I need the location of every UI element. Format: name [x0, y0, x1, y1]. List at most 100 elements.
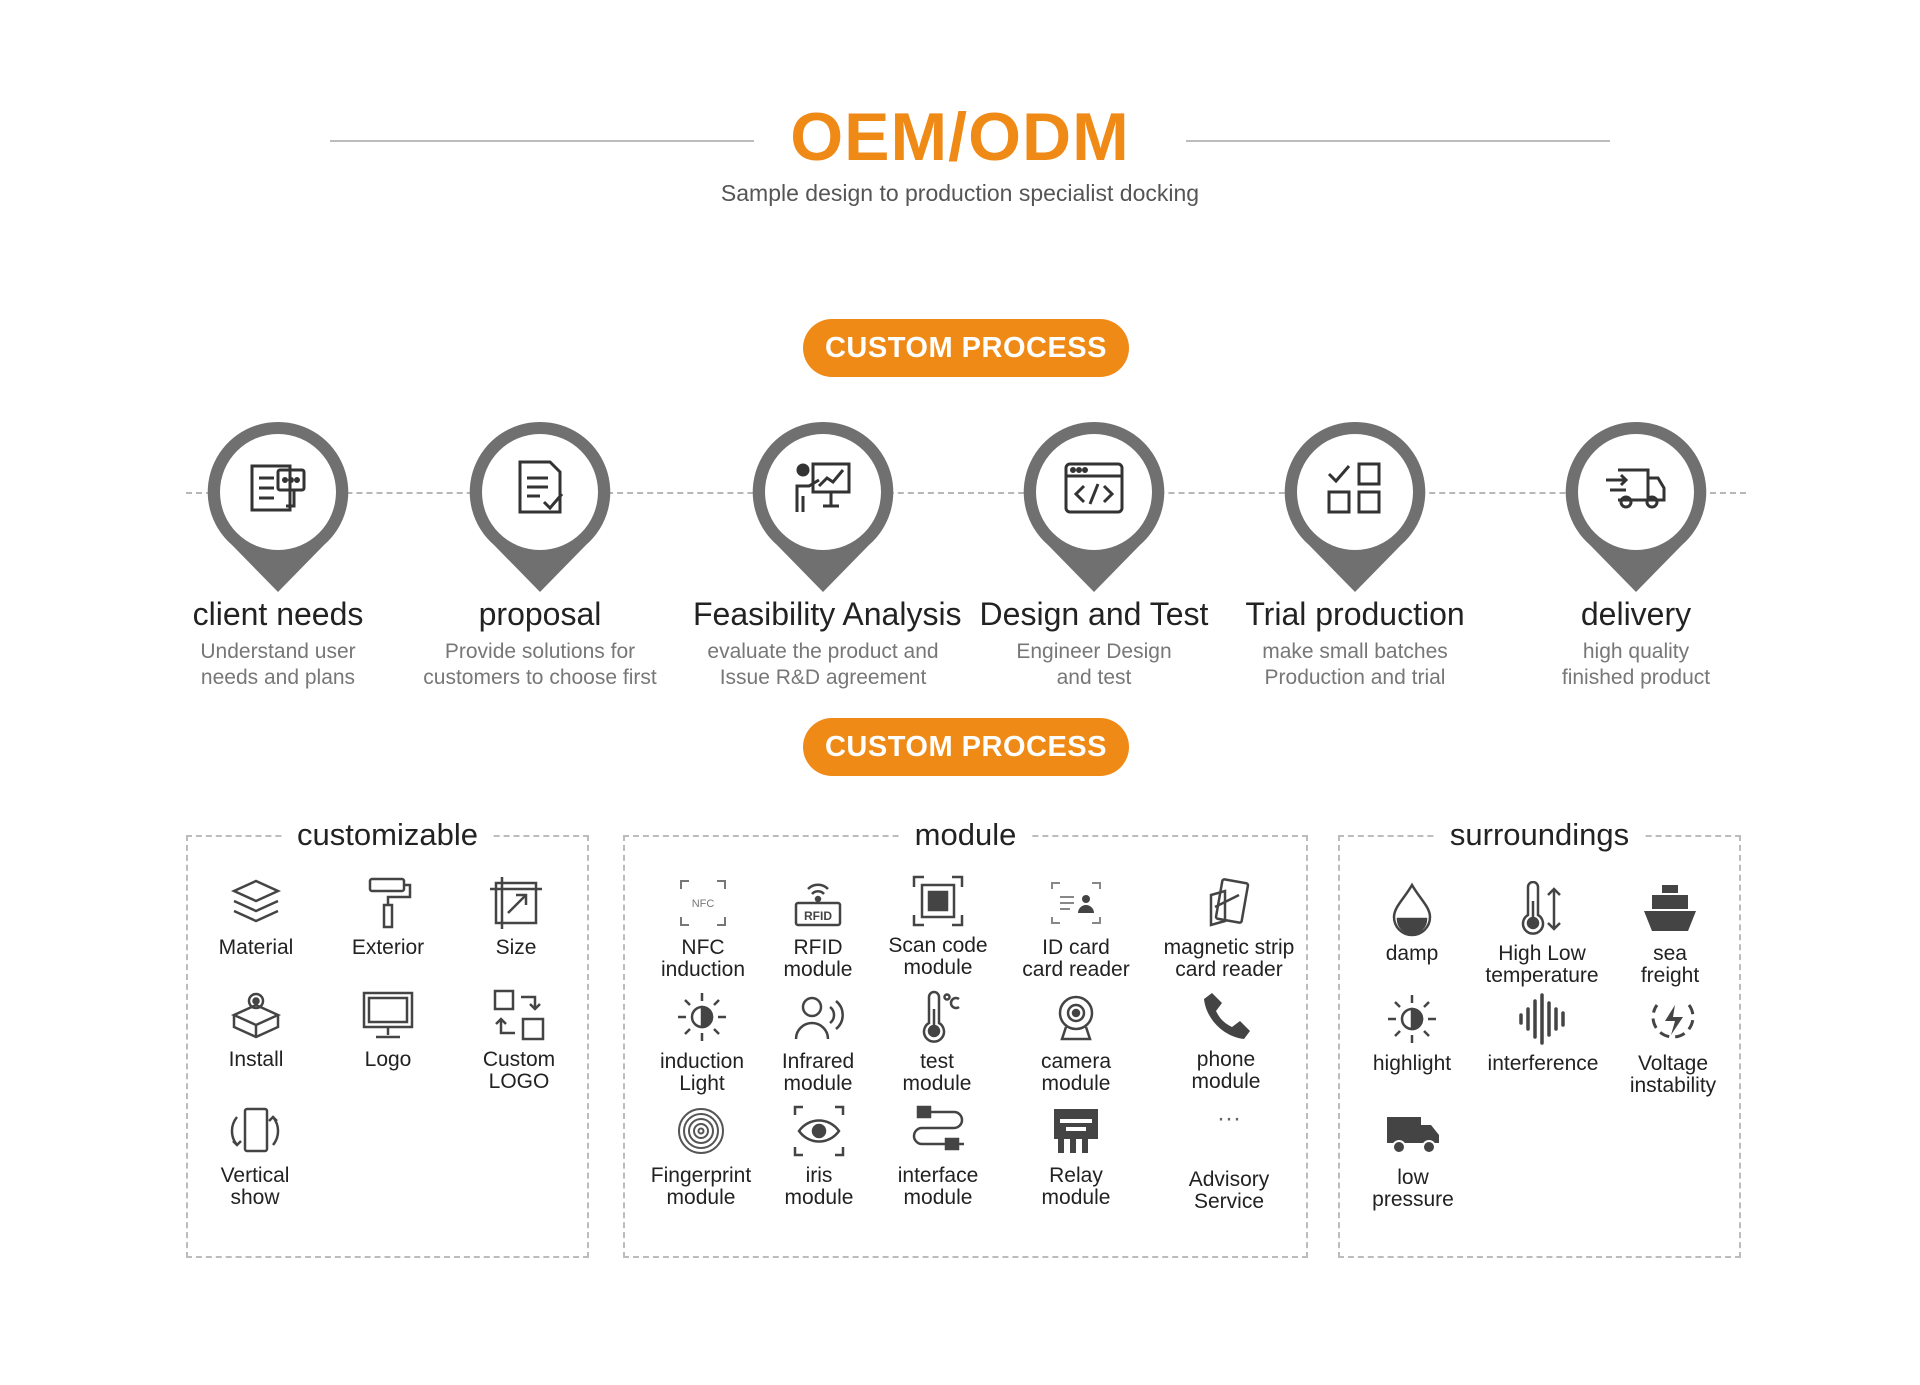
step-pin	[751, 420, 895, 594]
item-install: Install	[186, 987, 326, 1071]
item-low-pressure: low pressure	[1343, 1105, 1483, 1211]
item-label: ID card card reader	[1022, 936, 1130, 981]
svg-text:NFC: NFC	[692, 898, 715, 910]
item-exterior: Exterior	[318, 875, 458, 959]
item-infrared: Infrared module	[748, 989, 888, 1095]
item-rfid: RFID RFID module	[748, 875, 888, 981]
delivery-truck-icon	[1606, 468, 1666, 509]
panel-surroundings: surroundings damp High Low temperature s…	[1338, 817, 1743, 1258]
item-label: interface module	[897, 1164, 979, 1209]
infrared-person-icon	[794, 996, 844, 1040]
rfid-icon: RFID	[794, 883, 842, 927]
item-relay: Relay module	[1006, 1103, 1146, 1209]
temperature-icon	[1521, 881, 1561, 935]
requirement-doc-icon	[250, 464, 306, 512]
step-title: proposal	[478, 596, 602, 632]
step-pin	[206, 420, 350, 594]
more-icon: ···	[1217, 1105, 1241, 1132]
step-title: Design and Test	[979, 596, 1209, 632]
header-line-right	[1186, 140, 1610, 142]
panel-title: surroundings	[1435, 817, 1644, 852]
custom-process-badge-1: CUSTOM PROCESS	[803, 319, 1129, 377]
step-design-and-test: Design and Test Engineer Design and test	[964, 420, 1224, 691]
page-title: OEM/ODM	[790, 99, 1130, 175]
item-sea-freight: sea freight	[1600, 881, 1740, 987]
item-nfc: NFC NFC induction	[633, 875, 773, 981]
sun-icon	[1388, 995, 1436, 1043]
nfc-icon: NFC	[680, 880, 726, 926]
item-label: phone module	[1191, 1048, 1261, 1093]
ship-icon	[1644, 885, 1696, 931]
item-vertical-show: Vertical show	[185, 1103, 325, 1209]
phone-icon	[1204, 993, 1250, 1039]
item-label: RFID module	[783, 936, 853, 981]
step-feasibility-analysis: Feasibility Analysis evaluate the produc…	[693, 420, 962, 691]
item-label: highlight	[1372, 1052, 1452, 1075]
eye-icon	[793, 1105, 845, 1157]
step-pin	[468, 420, 612, 594]
scan-code-icon	[912, 875, 964, 927]
grid-check-icon	[1327, 462, 1381, 514]
truck-icon	[1387, 1117, 1439, 1154]
item-label: sea freight	[1640, 942, 1700, 987]
item-label: Vertical show	[220, 1164, 290, 1209]
step-client-needs: client needs Understand user needs and p…	[148, 420, 408, 691]
custom-process-badge-2: CUSTOM PROCESS	[803, 718, 1129, 776]
soundwave-icon	[1519, 993, 1565, 1045]
item-label: iris module	[784, 1164, 854, 1209]
thermometer-icon	[922, 990, 960, 1043]
item-phone: phone module	[1156, 987, 1296, 1093]
resize-icon	[490, 877, 542, 929]
item-material: Material	[186, 875, 326, 959]
step-desc: Provide solutions for customers to choos…	[423, 640, 657, 689]
item-label: Voltage instability	[1629, 1052, 1717, 1097]
item-scan-code: Scan code module	[868, 873, 1008, 979]
step-proposal: proposal Provide solutions for customers…	[410, 420, 670, 691]
step-delivery: delivery high quality finished product	[1506, 420, 1766, 691]
camera-icon	[1058, 995, 1094, 1041]
light-sensor-icon	[678, 993, 726, 1041]
item-damp: damp	[1342, 881, 1482, 965]
step-desc: make small batches Production and trial	[1262, 640, 1448, 689]
paint-roller-icon	[368, 877, 412, 929]
item-label: Material	[218, 936, 294, 959]
item-label: Exterior	[351, 936, 425, 959]
item-custom-logo: Custom LOGO	[449, 987, 589, 1093]
item-logo: Logo	[318, 987, 458, 1071]
item-magnetic-strip: magnetic strip card reader	[1159, 875, 1299, 981]
item-induction-light: induction Light	[632, 989, 772, 1095]
step-trial-production: Trial production make small batches Prod…	[1225, 420, 1485, 691]
checklist-icon	[518, 460, 564, 514]
panel-title: module	[900, 817, 1031, 852]
magnetic-card-icon	[1209, 878, 1250, 927]
panel-module: module NFC NFC induction RFID RFID modul…	[623, 817, 1308, 1258]
monitor-icon	[362, 991, 414, 1039]
item-label: test module	[902, 1050, 972, 1095]
relay-icon	[1054, 1109, 1098, 1153]
item-label: Size	[495, 936, 537, 959]
custom-logo-icon	[493, 989, 545, 1041]
item-label: Scan code module	[888, 934, 988, 979]
item-label: Logo	[364, 1048, 412, 1071]
process-timeline	[186, 492, 1746, 494]
item-label: magnetic strip card reader	[1163, 936, 1295, 981]
fingerprint-icon	[678, 1108, 724, 1154]
item-label: Custom LOGO	[482, 1048, 556, 1093]
item-voltage-instability: Voltage instability	[1603, 991, 1743, 1097]
step-title: client needs	[192, 596, 364, 632]
rotate-screen-icon	[230, 1107, 280, 1153]
item-advisory: ··· Advisory Service	[1159, 1099, 1299, 1213]
page-subtitle: Sample design to production specialist d…	[720, 180, 1200, 206]
presentation-icon	[795, 462, 851, 512]
item-size: Size	[446, 875, 586, 959]
header-line-left	[330, 140, 754, 142]
item-iris: iris module	[749, 1103, 889, 1209]
step-desc: Engineer Design and test	[1016, 640, 1172, 689]
item-label: Install	[228, 1048, 284, 1071]
item-label: Advisory Service	[1188, 1168, 1270, 1213]
item-interface: interface module	[868, 1103, 1008, 1209]
water-drop-icon	[1392, 882, 1432, 937]
panel-title: customizable	[283, 817, 492, 852]
item-interference: interference	[1473, 991, 1613, 1075]
item-label: induction Light	[659, 1050, 745, 1095]
